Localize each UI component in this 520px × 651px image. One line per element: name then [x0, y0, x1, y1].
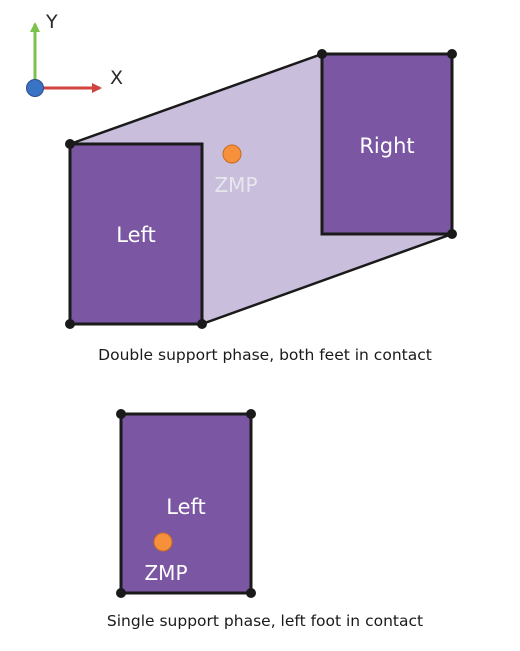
vertex	[65, 139, 75, 149]
left-foot	[121, 414, 251, 593]
double-support-caption: Double support phase, both feet in conta…	[98, 346, 432, 364]
zmp-point	[153, 532, 173, 552]
x-axis-label: X	[110, 67, 123, 89]
single-support-caption: Single support phase, left foot in conta…	[107, 612, 423, 630]
double-support-diagram: Left Right ZMP Double support phase, bot…	[65, 49, 457, 364]
zmp-label: ZMP	[144, 561, 187, 585]
vertex	[246, 588, 256, 598]
right-foot-label: Right	[359, 134, 414, 158]
vertex	[317, 49, 327, 59]
left-foot-label: Left	[166, 495, 206, 519]
vertex	[447, 229, 457, 239]
right-foot	[322, 54, 452, 234]
left-foot-outline	[68, 142, 204, 326]
single-support-diagram: Left ZMP Single support phase, left foot…	[107, 409, 423, 630]
right-foot-outline	[320, 52, 454, 236]
zmp-label: ZMP	[214, 173, 257, 197]
vertex	[246, 409, 256, 419]
origin-dot	[26, 79, 44, 97]
vertex	[65, 319, 75, 329]
coordinate-frame: Y X	[26, 11, 123, 97]
vertex	[197, 319, 207, 329]
vertex	[116, 409, 126, 419]
left-foot	[70, 144, 202, 324]
zmp-point	[222, 144, 242, 164]
left-foot-label: Left	[116, 223, 156, 247]
y-axis-label: Y	[45, 11, 58, 33]
left-foot-outline	[119, 412, 253, 595]
vertex	[447, 49, 457, 59]
vertex	[116, 588, 126, 598]
